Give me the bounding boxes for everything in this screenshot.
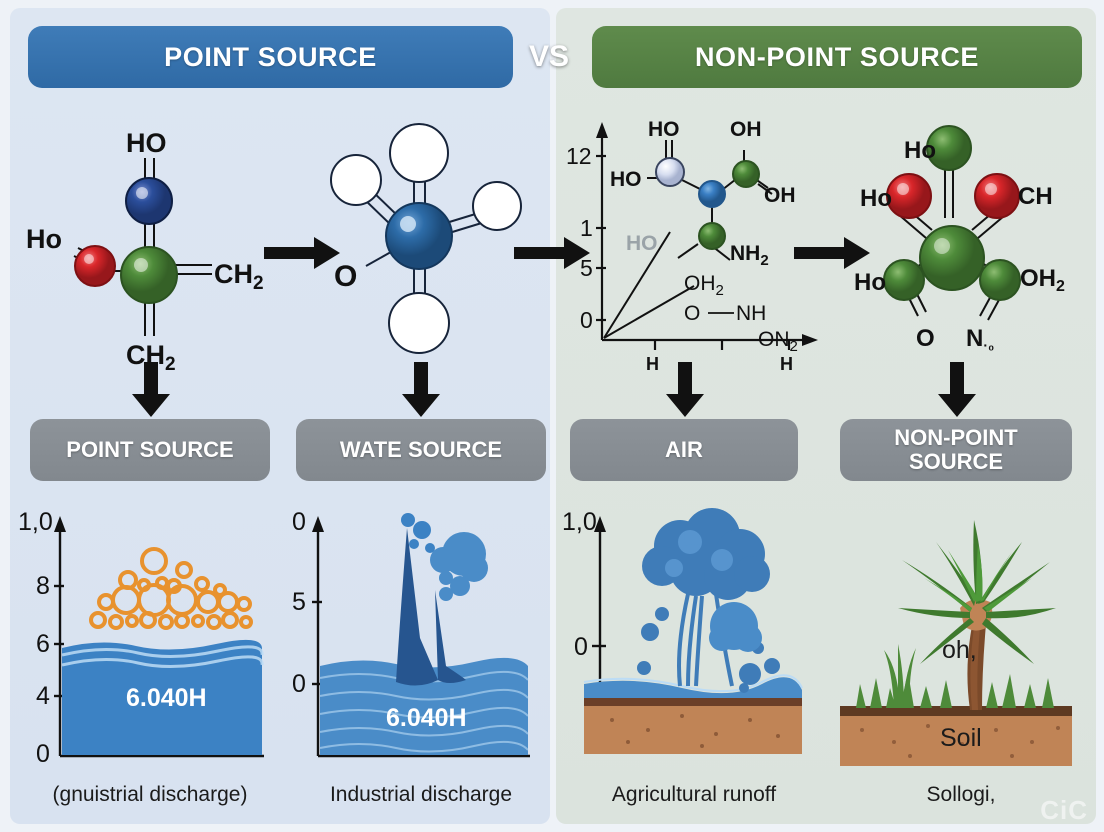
arrow-right-3	[792, 232, 872, 274]
caption-1: (gnuistrial discharge)	[52, 783, 248, 806]
chart-agricultural-runoff: 1,0 0	[562, 498, 830, 770]
bc2-ytick-5: 5	[292, 588, 306, 616]
mol3-xtick-h2: H	[780, 354, 793, 374]
mol3-label-oh-top: OH	[730, 118, 762, 141]
mol4-label-n0: N·₀	[966, 325, 994, 353]
header-non-point-source: NON-POINT SOURCE	[592, 26, 1082, 88]
mol4-label-o: O	[916, 325, 935, 352]
mol1-label-left: Ho	[26, 224, 62, 254]
header-point-source: POINT SOURCE	[28, 26, 513, 88]
mol3-ytick-12: 12	[566, 143, 592, 169]
mol3-ytick-1: 1	[580, 215, 593, 241]
bc1-ytick-6: 6	[36, 630, 50, 658]
mol1-label-right: CH2	[214, 259, 264, 294]
mol3-label-on2: ON2	[758, 328, 798, 355]
mol3-label-oh-right: OH	[764, 184, 796, 207]
stage-box-water-source[interactable]: WATE SOURCE	[296, 419, 546, 481]
arrow-down-1	[128, 362, 174, 418]
mol3-label-ho-mid: HO	[626, 232, 658, 255]
caption-2: Industrial discharge	[329, 783, 513, 806]
caption-4: Sollogi,	[926, 783, 996, 806]
arrow-right-2	[512, 232, 592, 274]
bc1-ytick-8: 8	[36, 572, 50, 600]
molecule-2: O	[286, 108, 556, 380]
mol3-label-ho-top: HO	[648, 118, 680, 141]
mol1-label-top: HO	[126, 128, 167, 158]
mol4-label-oh2: OH2	[1020, 265, 1065, 295]
mol3-label-nh2: NH2	[730, 242, 769, 269]
stage-box-non-point-source[interactable]: NON-POINT SOURCE	[840, 419, 1072, 481]
mol3-label-nh: NH	[736, 302, 766, 325]
mol4-label-ch: CH	[1018, 183, 1053, 210]
mol4-label-ho-bottom: Ho	[854, 269, 886, 296]
mol3-ytick-0: 0	[580, 307, 593, 333]
mol3-xtick-h1: H	[646, 354, 659, 374]
mol3-ytick-5: 5	[580, 255, 593, 281]
bc1-ytick-4: 4	[36, 682, 50, 710]
bc2-ytick-0top: 0	[292, 508, 306, 536]
illustration-soil-plant: oh, Soil	[836, 498, 1104, 770]
bc1-ytick-0: 0	[36, 740, 50, 768]
chart-point-source-water: 1,0 8 6 4 0	[16, 498, 284, 770]
mol4-label-ho-top: Ho	[904, 137, 936, 164]
bc2-ytick-0bot: 0	[292, 670, 306, 698]
bc2-water-label: 6.040H	[386, 704, 467, 732]
bc1-water-label: 6.040H	[126, 684, 207, 712]
mol3-label-o: O	[684, 302, 700, 325]
chart-industrial-discharge: 0 5 0	[288, 498, 556, 770]
stage-box-point-source[interactable]: POINT SOURCE	[30, 419, 270, 481]
arrow-right-1	[262, 232, 342, 274]
bc3-ytick-10: 1,0	[562, 508, 597, 536]
bc3-ytick-0: 0	[574, 633, 588, 661]
vs-label: VS	[528, 40, 570, 73]
molecule-4: Ho Ho CH Ho OH2 O N·₀	[832, 108, 1102, 380]
caption-3: Agricultural runoff	[611, 783, 777, 806]
stage-box-air[interactable]: AIR	[570, 419, 798, 481]
molecule-1: HO Ho CH2 CH2	[16, 108, 286, 380]
soil-label-soil: Soil	[940, 724, 982, 752]
mol4-label-ho-left: Ho	[860, 185, 892, 212]
bc1-ytick-10: 1,0	[18, 508, 53, 536]
molecule-3-with-axis: 12 1 5 0 H H	[562, 108, 832, 380]
mol3-label-ho-left: HO	[610, 168, 642, 191]
arrow-down-2	[398, 362, 444, 418]
arrow-down-3	[662, 362, 708, 418]
arrow-down-4	[934, 362, 980, 418]
mol3-label-oh2: OH2	[684, 272, 724, 299]
soil-label-oh: oh,	[942, 636, 977, 664]
mol2-label-o: O	[334, 260, 357, 293]
